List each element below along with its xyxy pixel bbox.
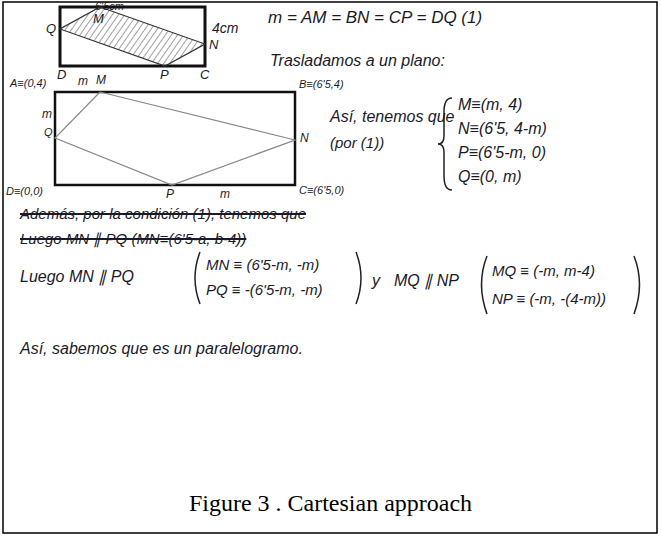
figure-caption: Figure 3 . Cartesian approach <box>0 490 661 517</box>
handwritten-note: y <box>372 272 380 290</box>
handwritten-note: 6'5cm <box>95 0 124 13</box>
handwritten-note: M <box>96 74 106 88</box>
inscribed-parallelogram <box>55 92 295 185</box>
handwritten-note: P≡(6'5-m, 0) <box>458 144 546 162</box>
handwritten-note: (por (1)) <box>330 134 384 151</box>
handwritten-note: N≡(6'5, 4-m) <box>458 120 547 138</box>
handwritten-note: Luego MN ∥ PQ <box>20 268 134 286</box>
paren-left <box>482 256 488 314</box>
paren-left <box>195 252 200 304</box>
handwritten-note: MQ ∥ NP <box>394 272 459 290</box>
handwritten-note: MQ ≡ (-m, m-4) <box>492 262 595 279</box>
handwritten-note: N <box>209 38 218 53</box>
handwritten-note: Q <box>46 22 56 37</box>
handwritten-note: Además, por la condición (1), tenemos qu… <box>20 205 306 222</box>
handwritten-note: A≡(0,4) <box>10 77 46 90</box>
handwritten-note: B≡(6'5,4) <box>299 78 344 91</box>
cartesian-rectangle <box>55 92 295 185</box>
handwritten-note: Así, sabemos que es un paralelogramo. <box>20 340 303 358</box>
paren-right <box>634 256 640 314</box>
handwritten-note: C <box>200 68 209 83</box>
shaded-parallelogram <box>60 7 205 66</box>
handwritten-note: PQ ≡ -(6'5-m, -m) <box>206 281 323 298</box>
handwritten-note: Q≡(0, m) <box>458 168 522 186</box>
handwritten-note: P <box>160 68 169 83</box>
handwritten-note: m <box>42 108 52 122</box>
paren-right <box>356 252 361 304</box>
handwritten-note: D <box>57 68 66 83</box>
handwritten-note: M≡(m, 4) <box>458 96 522 114</box>
figure-frame <box>3 2 657 533</box>
handwritten-note: 4cm <box>212 20 238 36</box>
handwritten-note: m = AM = BN = CP = DQ (1) <box>268 8 482 28</box>
handwritten-note: C≡(6'5,0) <box>299 184 344 197</box>
handwritten-note: m <box>220 188 230 202</box>
handwritten-note: Luego MN ∥ PQ (MN≡(6'5-a, b-4)) <box>20 230 246 247</box>
handwritten-note: N <box>300 132 309 146</box>
rectangle-sketch <box>60 7 205 66</box>
handwritten-note: Q <box>44 126 53 139</box>
handwritten-note: NP ≡ (-m, -(4-m)) <box>492 290 606 307</box>
handwritten-note: D≡(0,0) <box>6 185 43 198</box>
handwritten-note: m <box>78 75 88 89</box>
handwritten-note: Así, tenemos que <box>330 108 455 126</box>
handwritten-note: Trasladamos a un plano: <box>270 52 445 70</box>
handwritten-note: M <box>93 12 104 27</box>
handwritten-note: MN ≡ (6'5-m, -m) <box>206 256 319 273</box>
handwritten-note: P <box>166 188 174 202</box>
